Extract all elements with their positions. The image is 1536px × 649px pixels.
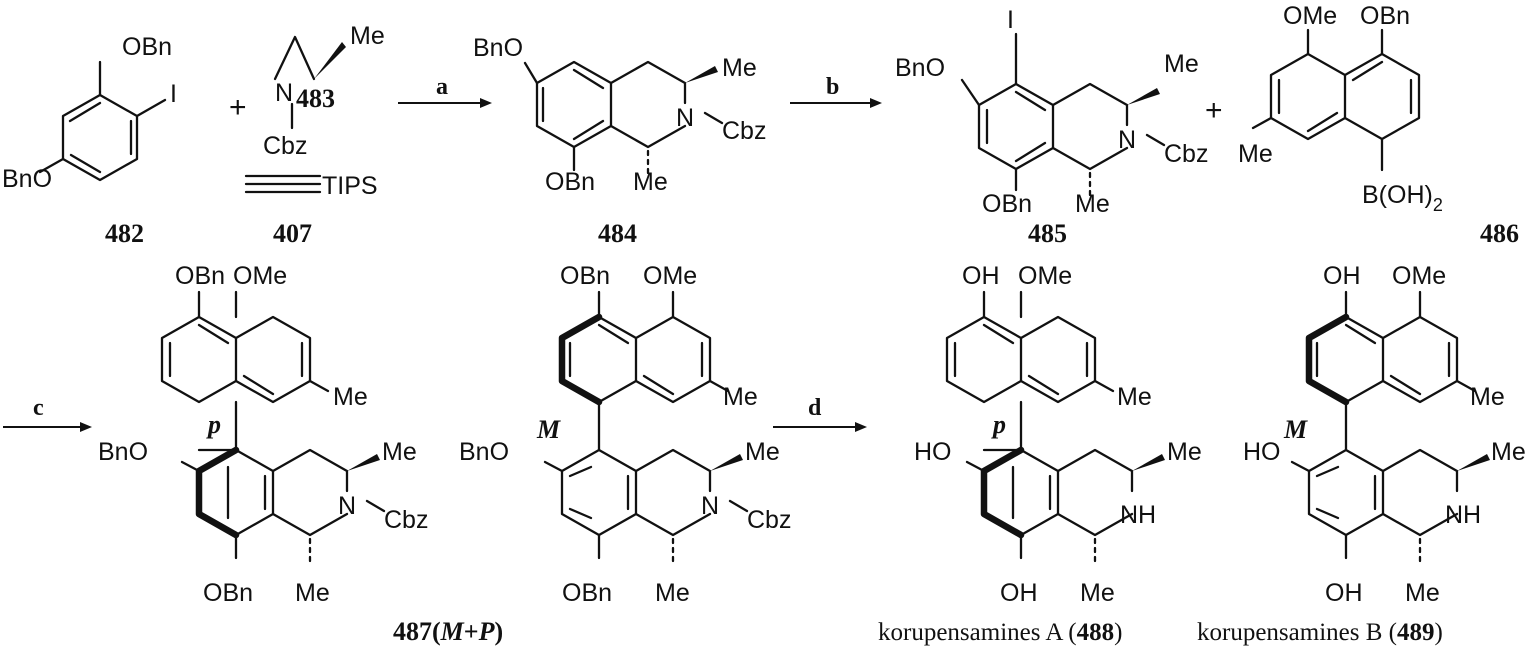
substituent-me-2: Me	[745, 438, 780, 466]
compound-number-487: 487(M+P)	[393, 617, 503, 646]
step-label-a: a	[436, 74, 448, 100]
step-arrow-a: a	[398, 74, 492, 108]
substituent-me: Me	[723, 383, 758, 411]
compound-number-484: 484	[598, 219, 637, 248]
substituent-iodo: I	[170, 80, 177, 108]
substituent-me-2: Me	[1491, 438, 1526, 466]
substituent-me-2: Me	[1167, 438, 1202, 466]
compound-487-m-atropisomer: OBn OMe Me BnO Me N Cbz OBn Me M	[459, 262, 791, 607]
substituent-me: Me	[350, 22, 385, 50]
step-arrow-b: b	[790, 74, 882, 108]
substituent-obn: OBn	[982, 190, 1032, 218]
substituent-me: Me	[1238, 140, 1273, 168]
step-label-c: c	[33, 395, 44, 421]
substituent-ho: HO	[1243, 438, 1281, 466]
substituent-me: Me	[722, 54, 757, 82]
substituent-me: Me	[1470, 383, 1505, 411]
compound-483: Me N 483 Cbz	[263, 22, 385, 160]
substituent-ome: OMe	[1018, 262, 1072, 290]
compound-488: OH OMe Me HO Me NH OH Me p korupensamine…	[878, 262, 1202, 646]
substituent-me-2: Me	[1075, 190, 1110, 218]
step-arrow-d: d	[773, 395, 867, 432]
substituent-me-3: Me	[295, 579, 330, 607]
substituent-me-2: Me	[382, 438, 417, 466]
substituent-obn-2: OBn	[203, 579, 253, 607]
substituent-iodo: I	[1007, 6, 1014, 34]
axial-label-m: M	[1283, 415, 1308, 444]
atom-n: N	[1118, 126, 1136, 154]
substituent-me: Me	[333, 383, 368, 411]
substituent-me: Me	[1117, 383, 1152, 411]
substituent-cbz: Cbz	[747, 506, 791, 534]
atom-n: N	[701, 492, 719, 520]
substituent-cbz: Cbz	[263, 132, 307, 160]
atom-n: N	[338, 492, 356, 520]
atom-nh: NH	[1120, 501, 1156, 529]
atom-n: N	[676, 104, 694, 132]
compound-caption-489: korupensamines B (489)	[1197, 619, 1443, 646]
compound-487-p-atropisomer: OBn OMe Me BnO Me N Cbz OBn Me p	[98, 262, 428, 607]
compound-482: OBn I BnO 482	[2, 33, 177, 248]
compound-caption-488: korupensamines A (488)	[878, 619, 1122, 646]
plus-sign: +	[229, 91, 247, 124]
compound-486: OMe OBn Me B(OH)2 486	[1238, 2, 1519, 248]
substituent-obn: OBn	[560, 262, 610, 290]
substituent-oh: OH	[962, 262, 1000, 290]
substituent-ho: HO	[914, 438, 952, 466]
substituent-oh-2: OH	[1325, 579, 1363, 607]
compound-number-486: 486	[1480, 219, 1519, 248]
substituent-tips: TIPS	[322, 172, 378, 200]
substituent-obn: OBn	[175, 262, 225, 290]
substituent-me: Me	[1164, 50, 1199, 78]
substituent-obn: OBn	[545, 168, 595, 196]
compound-number-407: 407	[273, 219, 312, 248]
substituent-bno: BnO	[459, 438, 509, 466]
step-label-b: b	[826, 74, 839, 100]
compound-number-483: 483	[296, 84, 335, 113]
axial-label-p: p	[206, 410, 221, 439]
compound-485: I BnO Me N Cbz OBn Me 485	[895, 6, 1208, 248]
atom-n: N	[275, 79, 293, 107]
substituent-me-2: Me	[633, 168, 668, 196]
substituent-bno: BnO	[473, 34, 523, 62]
compound-number-482: 482	[105, 219, 144, 248]
substituent-obn: OBn	[122, 33, 172, 61]
substituent-me-3: Me	[655, 579, 690, 607]
substituent-oh-2: OH	[1000, 579, 1038, 607]
substituent-oh: OH	[1323, 262, 1361, 290]
substituent-me-3: Me	[1080, 579, 1115, 607]
substituent-obn: OBn	[1360, 2, 1410, 30]
substituent-bno: BnO	[98, 438, 148, 466]
plus-sign: +	[1205, 94, 1223, 127]
substituent-cbz: Cbz	[722, 117, 766, 145]
axial-label-m: M	[536, 415, 561, 444]
compound-number-485: 485	[1028, 219, 1067, 248]
substituent-boronic-acid: B(OH)2	[1362, 181, 1443, 215]
substituent-ome: OMe	[233, 262, 287, 290]
substituent-bno: BnO	[2, 165, 52, 193]
compound-484: BnO Me N Cbz OBn Me 484	[473, 34, 766, 248]
substituent-cbz: Cbz	[1164, 140, 1208, 168]
substituent-obn-2: OBn	[562, 579, 612, 607]
atom-nh: NH	[1445, 501, 1481, 529]
substituent-ome: OMe	[1283, 2, 1337, 30]
substituent-bno: BnO	[895, 54, 945, 82]
step-arrow-c: c	[3, 395, 92, 432]
compound-489: OH OMe Me HO Me NH OH Me M korupensamine…	[1197, 262, 1526, 646]
compound-407: TIPS 407	[244, 172, 378, 248]
substituent-me-3: Me	[1405, 579, 1440, 607]
substituent-ome: OMe	[1392, 262, 1446, 290]
step-label-d: d	[808, 395, 822, 421]
substituent-ome: OMe	[643, 262, 697, 290]
substituent-cbz: Cbz	[384, 506, 428, 534]
axial-label-p: p	[991, 410, 1006, 439]
